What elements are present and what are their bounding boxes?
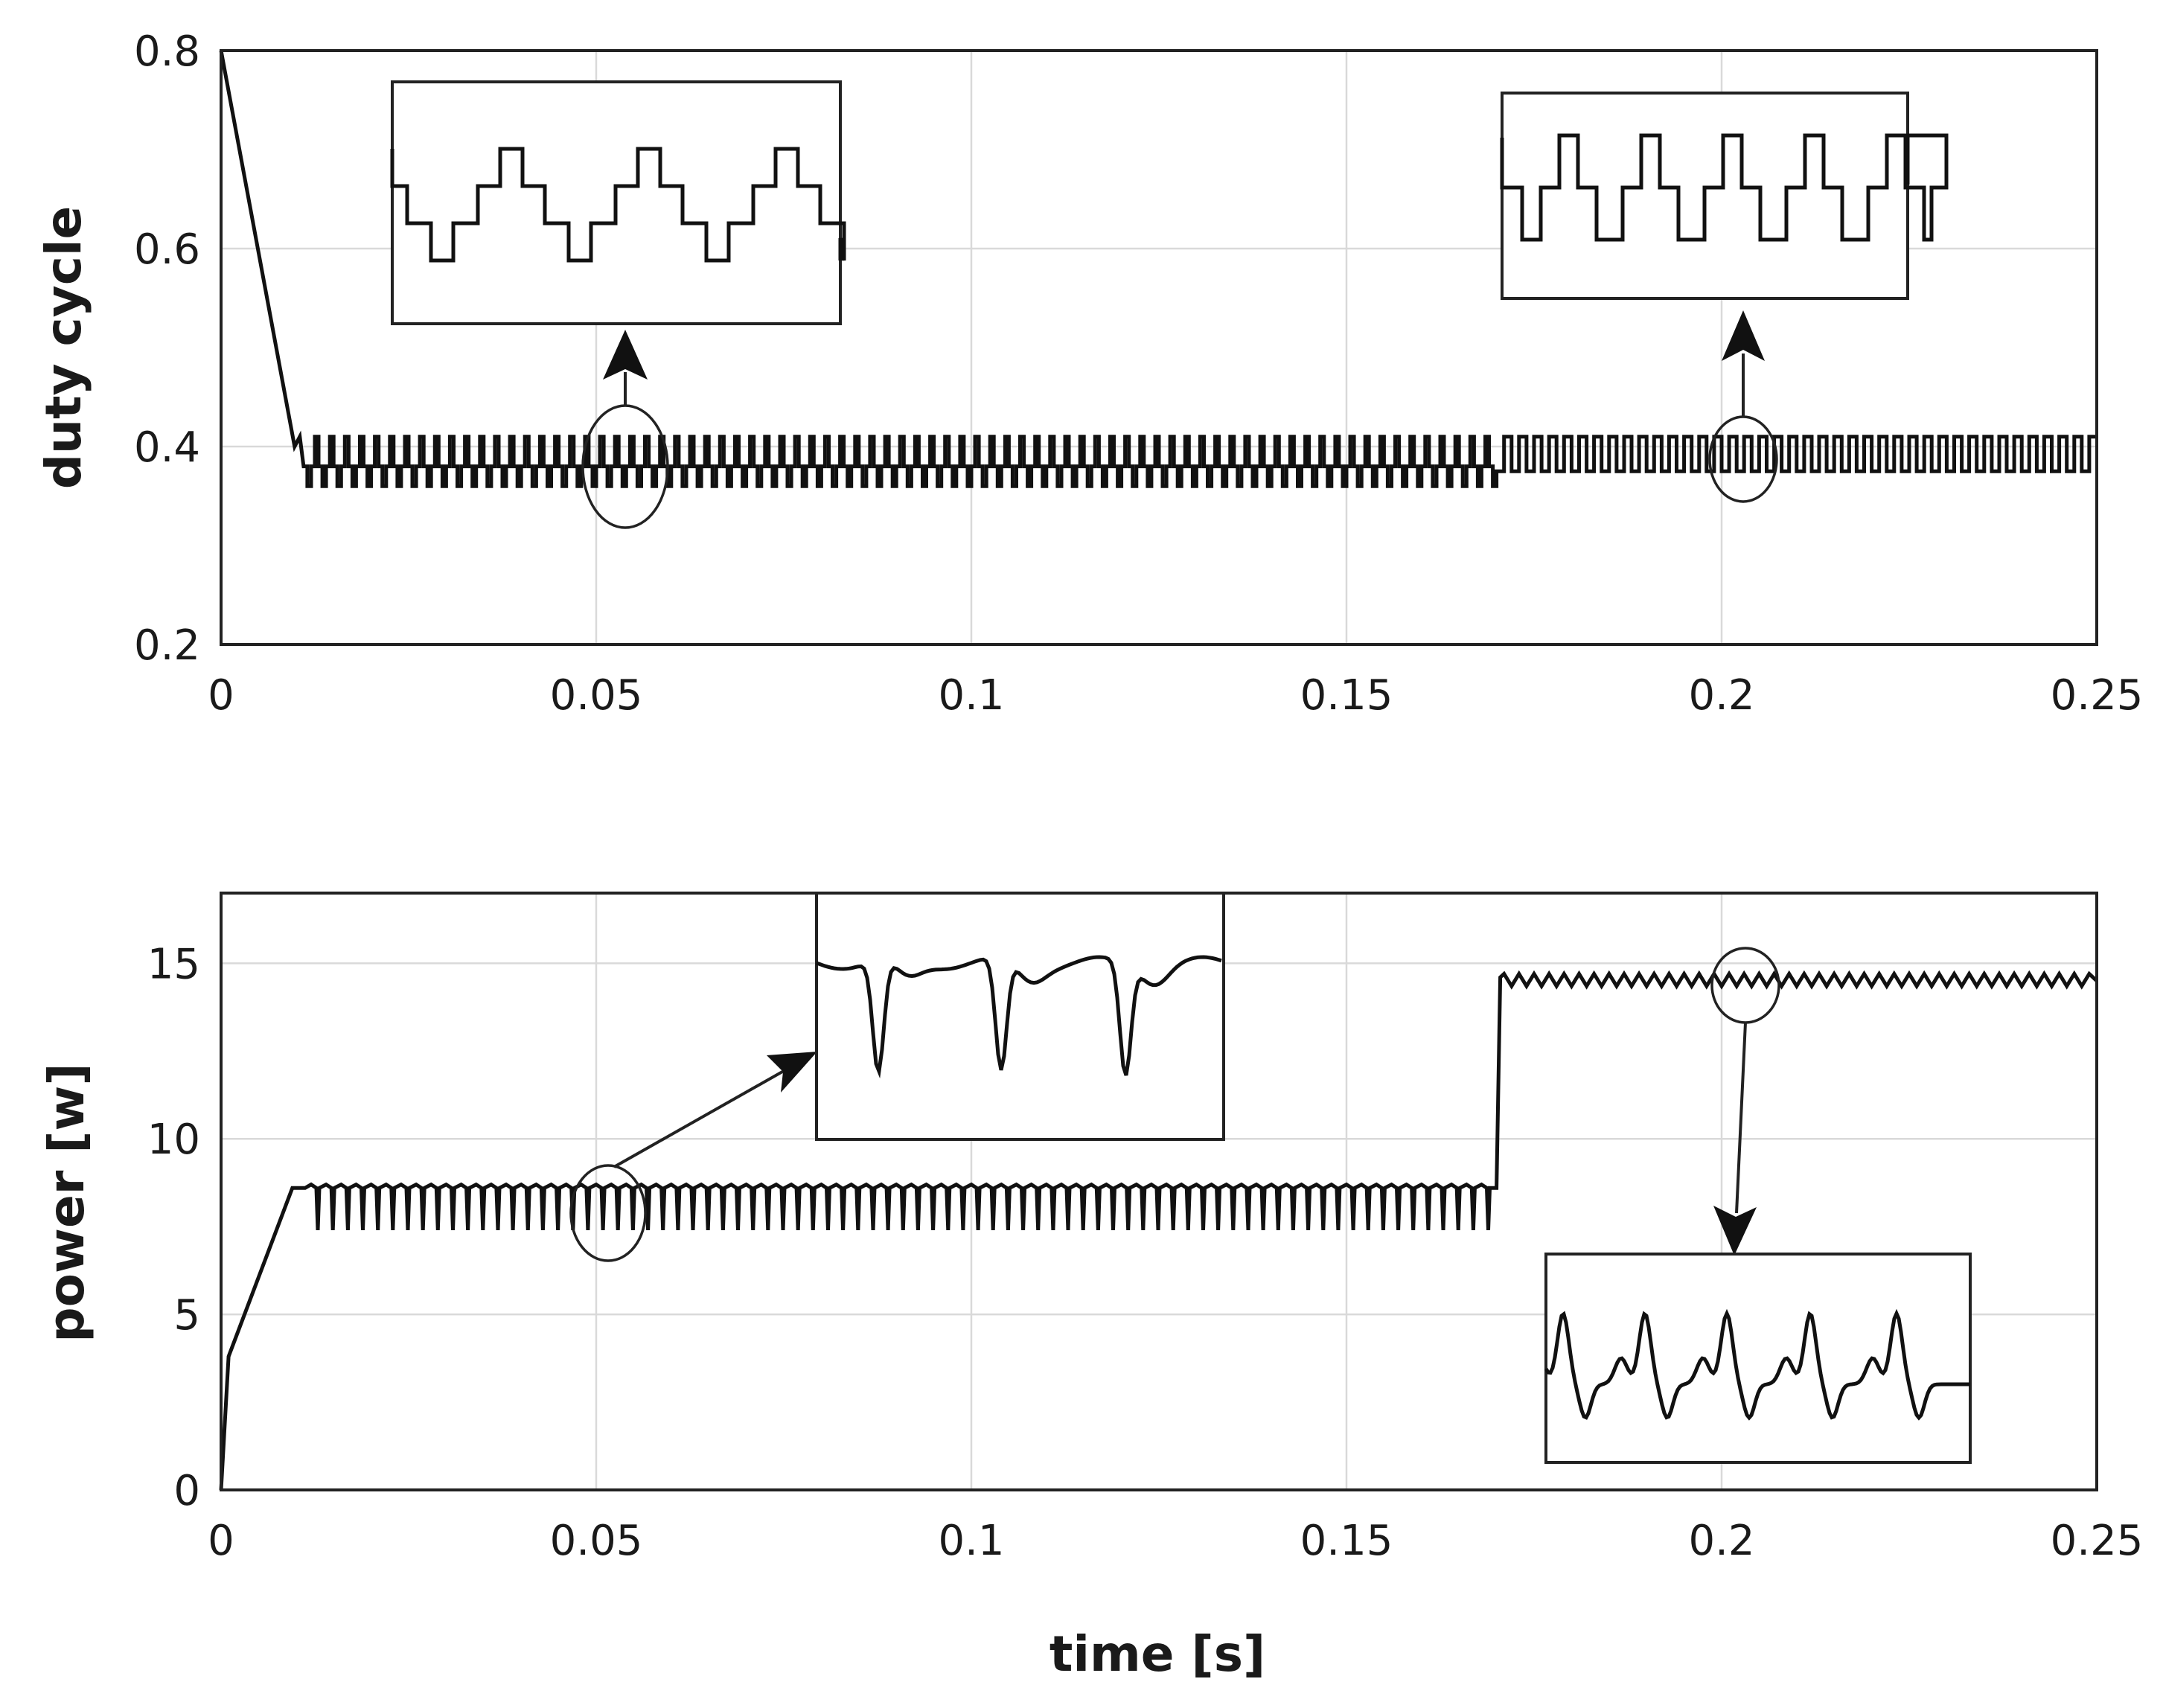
duty-cycle-y-tick-label: 0.4: [134, 423, 200, 472]
duty-cycle-zoom-arrowhead-1: [603, 330, 648, 380]
power-x-tick-label: 0.15: [1300, 1517, 1393, 1565]
power-x-tick-label: 0.2: [1688, 1517, 1754, 1565]
power-inset-2-trace: [1544, 1308, 1970, 1421]
duty-cycle-inset-2-trace: [1500, 133, 1949, 242]
power-y-tick-label: 5: [173, 1291, 200, 1340]
power-x-axis-label: time [s]: [1049, 1625, 1265, 1683]
power-x-tick-label: 0.05: [550, 1517, 643, 1565]
duty-cycle-x-tick-labels: 0 0.05 0.1 0.15 0.2 0.25: [208, 671, 2143, 720]
duty-cycle-x-tick-label: 0.15: [1300, 671, 1393, 720]
duty-cycle-inset-2: [1500, 92, 1949, 300]
duty-cycle-panel: 0 0.05 0.1 0.15 0.2 0.25 0.2 0.4 0.6 0.8 duty cy…: [35, 28, 2143, 720]
power-zoom-arrow-2: [1735, 1022, 1747, 1214]
duty-cycle-trace: [219, 50, 2097, 488]
power-inset-2: [1544, 1253, 1972, 1464]
duty-cycle-x-tick-label: 0.1: [938, 671, 1004, 720]
power-inset-2-frame: [1544, 1253, 1972, 1464]
power-trace: [219, 970, 2098, 1491]
power-zoom-marker-1: [569, 1164, 647, 1262]
duty-cycle-inset-1-trace: [390, 147, 846, 263]
duty-cycle-x-tick-label: 0.2: [1688, 671, 1754, 720]
duty-cycle-x-tick-label: 0: [208, 671, 234, 720]
duty-cycle-y-tick-label: 0.2: [134, 621, 200, 670]
power-y-tick-label: 15: [147, 940, 200, 988]
duty-cycle-inset-1: [390, 80, 846, 325]
power-x-tick-label: 0.1: [938, 1517, 1004, 1565]
duty-cycle-y-axis-label: duty cycle: [35, 206, 92, 489]
power-x-tick-label: 0: [208, 1517, 234, 1565]
duty-cycle-zoom-arrowhead-2: [1722, 310, 1765, 361]
power-x-tick-label: 0.25: [2051, 1517, 2144, 1565]
power-series-line: [219, 970, 2098, 1491]
power-x-tick-labels: 0 0.05 0.1 0.15 0.2 0.25: [208, 1517, 2143, 1565]
duty-cycle-series-line: [219, 50, 2097, 488]
duty-cycle-y-tick-labels: 0.2 0.4 0.6 0.8: [134, 28, 200, 670]
duty-cycle-y-tick-label: 0.8: [134, 28, 200, 76]
power-zoom-arrowhead-1: [767, 1052, 817, 1093]
power-y-tick-label: 0: [173, 1467, 200, 1515]
duty-cycle-x-tick-label: 0.05: [550, 671, 643, 720]
power-y-tick-label: 10: [147, 1116, 200, 1164]
duty-cycle-y-tick-label: 0.6: [134, 226, 200, 274]
power-inset-1-trace: [816, 955, 1222, 1079]
duty-cycle-plot-frame: [220, 49, 2098, 646]
power-zoom-arrow-1: [613, 1066, 790, 1168]
duty-cycle-x-tick-label: 0.25: [2051, 671, 2144, 720]
power-inset-1: [815, 892, 1225, 1141]
power-y-axis-label: power [w]: [38, 1063, 95, 1342]
power-inset-1-frame: [815, 892, 1225, 1141]
power-y-tick-labels: 0 5 10 15: [147, 940, 200, 1515]
power-zoom-arrowhead-2: [1713, 1206, 1757, 1256]
power-panel: 0 0.05 0.1 0.15 0.2 0.25 0 5 10 15 power [w] tim…: [38, 892, 2143, 1683]
